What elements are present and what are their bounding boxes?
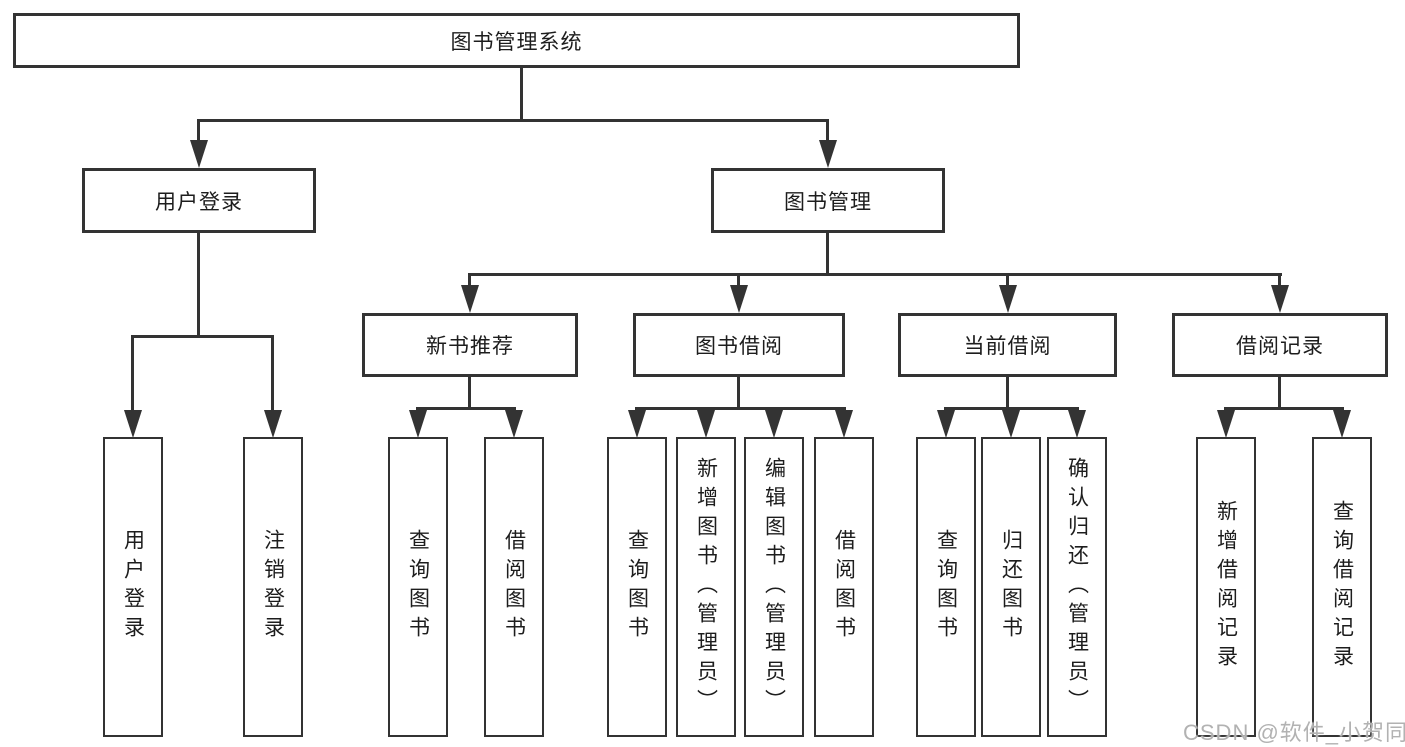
leaf-label: 查询图书: [934, 529, 958, 645]
node-user-login: 用户登录: [82, 168, 316, 233]
connector-level3-bar: [468, 273, 1282, 276]
arrow-down-icon: [835, 410, 853, 438]
node-borrowing-records: 借阅记录: [1172, 313, 1388, 377]
arrow-down-icon: [461, 285, 479, 313]
arrow-down-icon: [999, 285, 1017, 313]
arrow-down-icon: [1271, 285, 1289, 313]
arrow-down-icon: [1068, 410, 1086, 438]
connector-stub: [1006, 273, 1009, 287]
leaf-query-borrow-record: 查询借阅记录: [1312, 437, 1372, 737]
connector-userlogin-trunk: [197, 233, 200, 337]
node-label: 用户登录: [155, 190, 243, 214]
node-label: 图书管理: [784, 190, 872, 214]
leaf-query-books-1: 查询图书: [388, 437, 448, 737]
arrow-down-icon: [628, 410, 646, 438]
leaf-label: 注销登录: [261, 529, 285, 645]
leaf-user-login: 用户登录: [103, 437, 163, 737]
arrow-down-icon: [937, 410, 955, 438]
node-library-management-system: 图书管理系统: [13, 13, 1020, 68]
node-book-management: 图书管理: [711, 168, 945, 233]
node-label: 新书推荐: [426, 335, 514, 358]
connector-subtrunk: [1278, 377, 1281, 409]
connector-level1-bar: [197, 119, 829, 122]
node-label: 当前借阅: [963, 335, 1052, 358]
connector-subbar: [416, 407, 516, 410]
connector-drop: [131, 335, 134, 412]
csdn-watermark: CSDN @软件_小贺同学: [1183, 720, 1405, 745]
node-label: 图书借阅: [695, 335, 783, 358]
connector-stub: [197, 119, 200, 143]
leaf-confirm-return-admin: 确认归还（管理员）: [1047, 437, 1107, 737]
leaf-label: 归还图书: [999, 529, 1023, 645]
leaf-query-books-2: 查询图书: [607, 437, 667, 737]
connector-userlogin-bar: [131, 335, 274, 338]
connector-stub: [826, 119, 829, 143]
leaf-query-books-3: 查询图书: [916, 437, 976, 737]
arrow-down-icon: [1217, 410, 1235, 438]
connector-subbar: [1224, 407, 1344, 410]
leaf-label: 新增图书（管理员）: [694, 456, 718, 718]
connector-subbar: [944, 407, 1079, 410]
arrow-down-icon: [730, 285, 748, 313]
leaf-label: 借阅图书: [832, 529, 856, 645]
connector-stub: [468, 273, 471, 287]
node-book-borrowing: 图书借阅: [633, 313, 845, 377]
connector-stub: [1278, 273, 1281, 287]
node-new-book-recommendation: 新书推荐: [362, 313, 578, 377]
leaf-label: 借阅图书: [502, 529, 526, 645]
leaf-logout: 注销登录: [243, 437, 303, 737]
arrow-down-icon: [1333, 410, 1351, 438]
arrow-down-icon: [124, 410, 142, 438]
leaf-add-books-admin: 新增图书（管理员）: [676, 437, 736, 737]
leaf-label: 新增借阅记录: [1214, 500, 1238, 674]
arrow-down-icon: [1002, 410, 1020, 438]
leaf-label: 编辑图书（管理员）: [762, 456, 786, 718]
node-current-borrowing: 当前借阅: [898, 313, 1117, 377]
arrow-down-icon: [264, 410, 282, 438]
leaf-label: 查询借阅记录: [1330, 500, 1354, 674]
leaf-return-books: 归还图书: [981, 437, 1041, 737]
leaf-borrow-books-2: 借阅图书: [814, 437, 874, 737]
node-label: 图书管理系统: [450, 30, 583, 54]
arrow-down-icon: [765, 410, 783, 438]
connector-drop: [271, 335, 274, 412]
leaf-edit-books-admin: 编辑图书（管理员）: [744, 437, 804, 737]
connector-subtrunk: [468, 377, 471, 409]
connector-subbar: [635, 407, 846, 410]
leaf-borrow-books-1: 借阅图书: [484, 437, 544, 737]
leaf-label: 确认归还（管理员）: [1065, 456, 1089, 718]
connector-subtrunk: [737, 377, 740, 409]
node-label: 借阅记录: [1236, 335, 1324, 358]
connector-bookmgmt-trunk: [826, 233, 829, 275]
arrow-down-icon: [190, 140, 208, 168]
leaf-add-borrow-record: 新增借阅记录: [1196, 437, 1256, 737]
arrow-down-icon: [819, 140, 837, 168]
connector-subtrunk: [1006, 377, 1009, 409]
connector-stub: [737, 273, 740, 287]
leaf-label: 查询图书: [406, 529, 430, 645]
arrow-down-icon: [697, 410, 715, 438]
leaf-label: 查询图书: [625, 529, 649, 645]
arrow-down-icon: [505, 410, 523, 438]
leaf-label: 用户登录: [121, 529, 145, 645]
arrow-down-icon: [409, 410, 427, 438]
connector-root-trunk: [520, 68, 523, 121]
